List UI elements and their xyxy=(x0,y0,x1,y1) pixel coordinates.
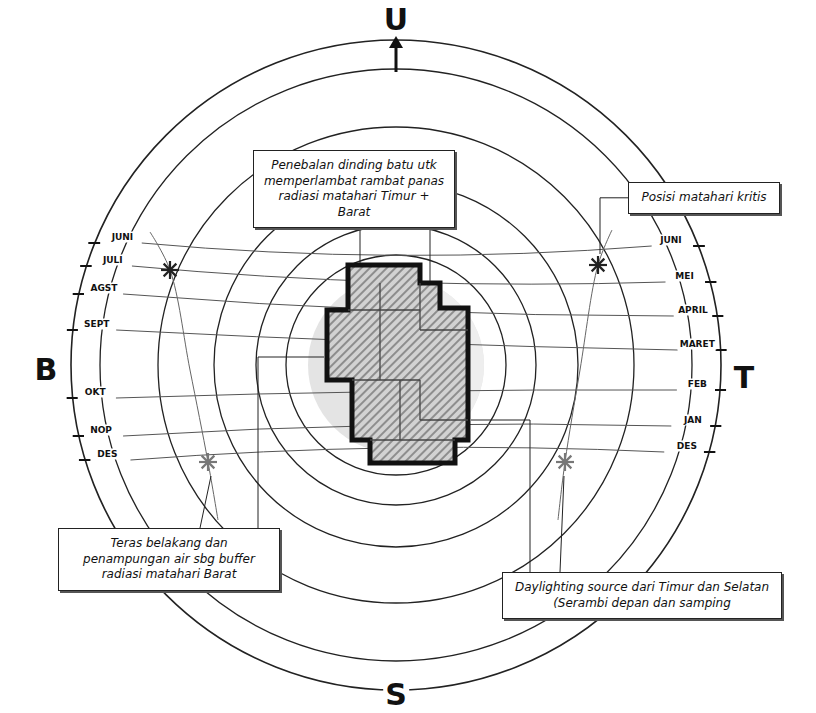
month-label: NOP xyxy=(88,425,114,436)
callout-text: Teras belakang dan penampungan air sbg b… xyxy=(68,536,270,583)
leader-line xyxy=(360,228,361,263)
month-tick xyxy=(705,281,716,283)
building-outline xyxy=(327,265,468,463)
sun-symbol xyxy=(161,261,179,279)
sun-symbol xyxy=(589,256,607,274)
callout-text: Posisi matahari kritis xyxy=(638,190,770,206)
sun-symbol xyxy=(556,453,574,471)
month-tick xyxy=(73,293,84,295)
leader-line xyxy=(200,476,211,528)
month-tick xyxy=(80,265,92,267)
compass-letter: S xyxy=(383,679,409,711)
month-tick xyxy=(716,349,727,351)
month-label: JAN xyxy=(682,415,704,426)
leader-line xyxy=(430,228,431,281)
sun-arc xyxy=(150,232,218,520)
month-label: MARET xyxy=(678,339,717,350)
ring xyxy=(256,225,536,505)
month-label: OKT xyxy=(83,387,108,398)
month-label: APRIL xyxy=(676,305,710,316)
month-tick xyxy=(88,242,100,244)
leader-line xyxy=(258,357,324,528)
north-arrow xyxy=(389,36,403,72)
ring xyxy=(214,183,578,547)
compass-letter: T xyxy=(732,362,756,394)
ring xyxy=(286,255,506,475)
month-label: JUNI xyxy=(658,235,684,246)
sun-ray xyxy=(164,264,177,277)
callout-box: Penebalan dinding batu utk memperlambat … xyxy=(253,150,455,228)
month-tick xyxy=(712,315,723,317)
room-wall xyxy=(348,309,420,310)
month-tick xyxy=(67,397,78,399)
month-label: JUNI xyxy=(110,232,136,243)
sun-symbol xyxy=(199,453,217,471)
month-tick xyxy=(693,245,705,247)
leader-line xyxy=(471,420,530,572)
month-label: SEPT xyxy=(82,319,111,330)
sun-ray xyxy=(202,456,215,469)
month-label: AGST xyxy=(88,283,119,294)
month-tick xyxy=(79,459,91,461)
room-wall xyxy=(420,329,468,330)
sun-arc xyxy=(558,230,612,520)
sun-ray xyxy=(559,456,572,469)
month-tick xyxy=(67,329,78,331)
room-wall xyxy=(370,439,455,440)
building-plan xyxy=(327,265,468,463)
compass-letter: B xyxy=(33,354,60,386)
leader-line xyxy=(600,198,628,254)
callout-text: Penebalan dinding batu utk memperlambat … xyxy=(263,158,445,220)
callout-text: Daylighting source dari Timur dan Selata… xyxy=(512,580,772,611)
leader-line xyxy=(560,476,564,572)
room-wall xyxy=(352,379,420,380)
month-tick xyxy=(704,451,715,453)
month-label: JULI xyxy=(101,255,125,266)
month-label: FEB xyxy=(686,379,709,390)
callout-box: Posisi matahari kritis xyxy=(628,182,780,214)
sun-ray xyxy=(592,259,605,272)
room-wall xyxy=(379,283,380,380)
month-label: DES xyxy=(675,441,699,452)
arrow-head xyxy=(389,36,403,48)
month-line xyxy=(142,243,652,255)
room-wall xyxy=(419,283,420,330)
callout-box: Teras belakang dan penampungan air sbg b… xyxy=(58,528,280,591)
callout-box: Daylighting source dari Timur dan Selata… xyxy=(502,572,782,619)
month-tick xyxy=(710,425,721,427)
room-wall xyxy=(420,419,468,420)
month-tick xyxy=(73,435,84,437)
arrow-shaft xyxy=(395,44,398,72)
compass-letter: U xyxy=(382,4,410,36)
month-tick xyxy=(715,389,726,391)
sun-arcs xyxy=(150,230,612,520)
leader-lines xyxy=(200,198,628,572)
room-wall xyxy=(419,380,420,420)
month-label: MEI xyxy=(673,271,695,282)
room-wall xyxy=(399,380,400,440)
month-label: DES xyxy=(95,449,119,460)
